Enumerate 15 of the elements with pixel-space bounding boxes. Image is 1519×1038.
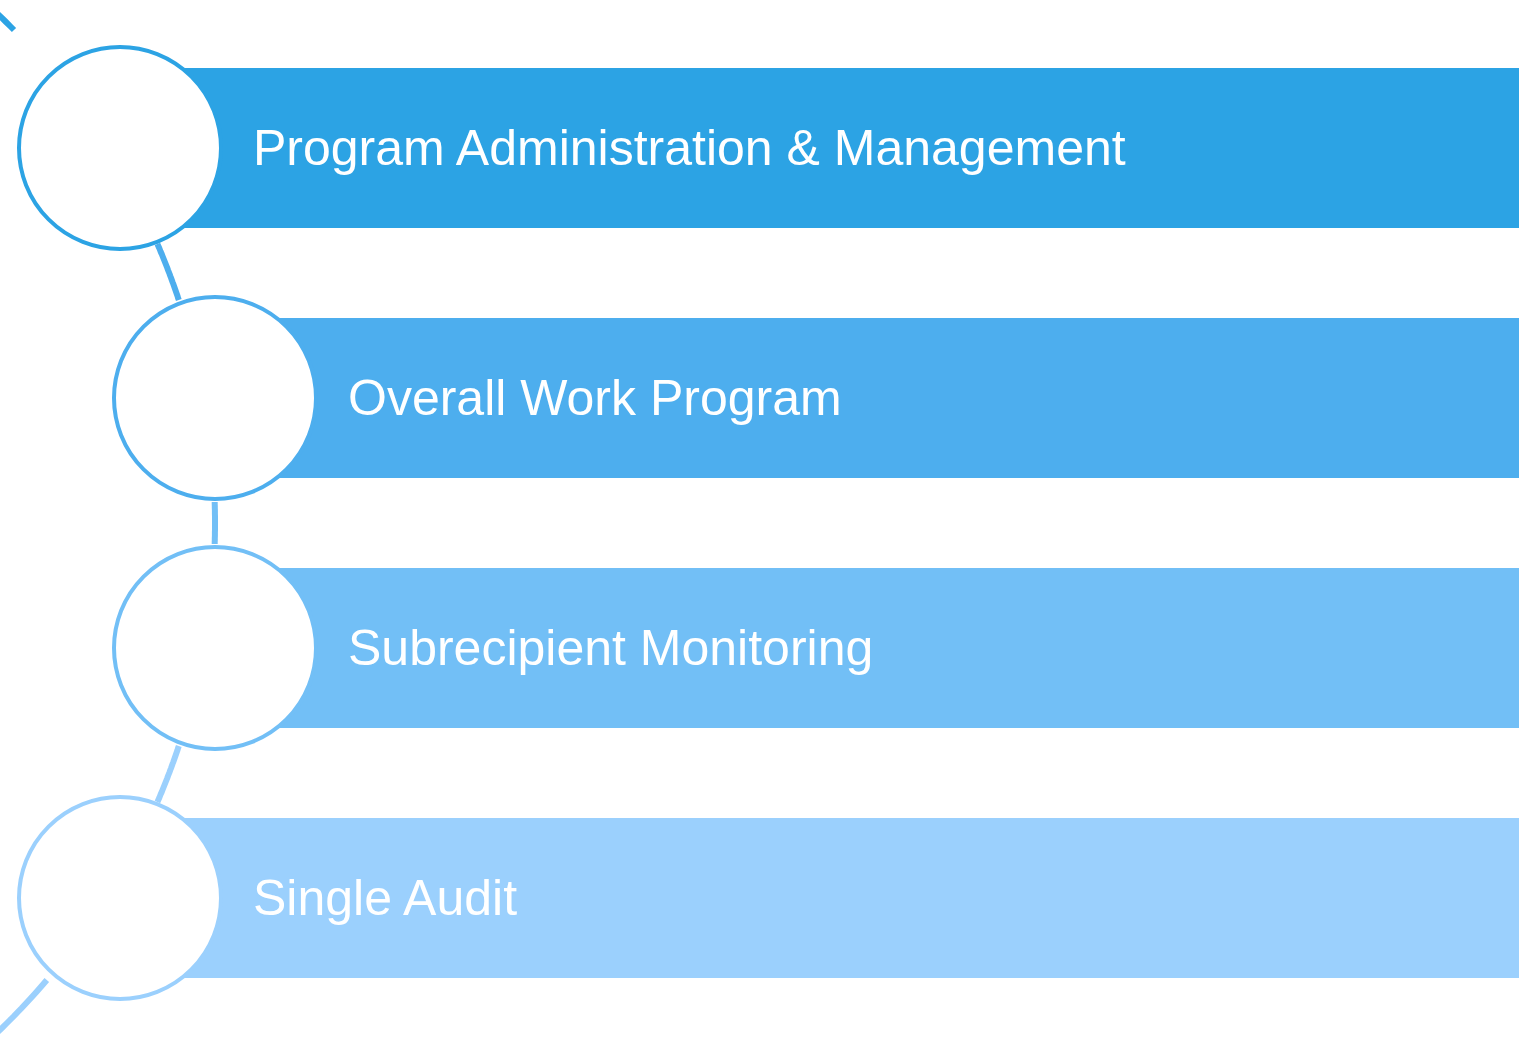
circle-marker: [17, 795, 223, 1001]
list-bar: [223, 68, 1519, 228]
circle-marker: [17, 45, 223, 251]
bar-label: Program Administration & Management: [253, 119, 1126, 177]
circle-marker: [112, 295, 318, 501]
connector-arc: [154, 745, 182, 804]
bar-label: Overall Work Program: [348, 369, 842, 427]
bar-label: Subrecipient Monitoring: [348, 619, 874, 677]
connector-arc: [154, 242, 182, 301]
circle-marker: [112, 545, 318, 751]
list-bar: [318, 318, 1519, 478]
connector-arc: [211, 501, 218, 545]
list-bar: [318, 568, 1519, 728]
bar-label: Single Audit: [253, 869, 518, 927]
list-bar: [223, 818, 1519, 978]
